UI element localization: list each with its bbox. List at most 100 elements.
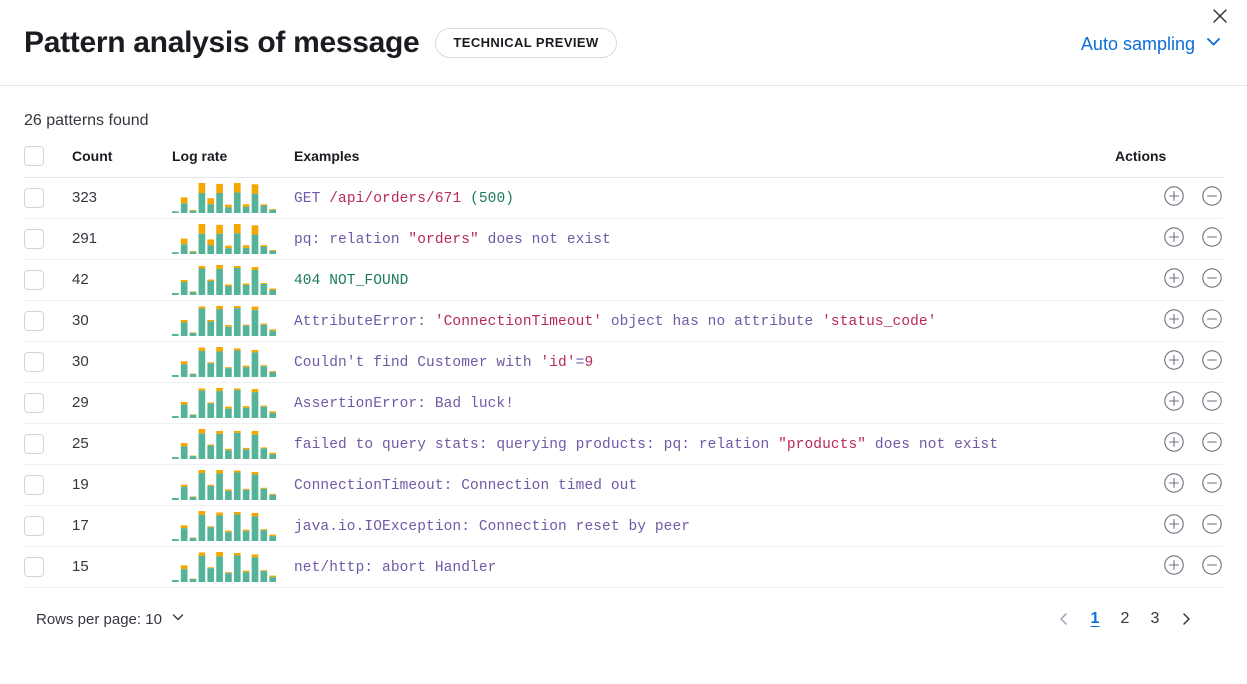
row-example-cell: java.io.IOException: Connection reset by… xyxy=(294,505,1115,547)
example-token: = xyxy=(575,355,585,371)
row-count-cell: 17 xyxy=(72,505,172,547)
example-token: 'id' xyxy=(540,355,576,371)
plus-circle-icon[interactable] xyxy=(1159,226,1185,252)
row-log-rate-cell xyxy=(172,218,294,260)
panel-header: Pattern analysis of message TECHNICAL PR… xyxy=(0,0,1247,86)
select-all-header xyxy=(24,146,72,178)
rows-per-page-selector[interactable]: Rows per page: 10 xyxy=(36,609,186,629)
table-header: Count Log rate Examples Actions xyxy=(24,146,1223,178)
row-example-cell: ConnectionTimeout: Connection timed out xyxy=(294,464,1115,506)
rows-per-page-label: Rows per page: 10 xyxy=(36,610,162,628)
row-log-rate-cell xyxy=(172,300,294,342)
row-select-cell xyxy=(24,300,72,342)
plus-circle-icon[interactable] xyxy=(1159,431,1185,457)
example-token: "orders" xyxy=(408,232,479,248)
table-body: 323 GET /api/orders/671 (500) 291 pq: relat… xyxy=(24,177,1223,588)
plus-circle-icon[interactable] xyxy=(1159,308,1185,334)
plus-circle-icon[interactable] xyxy=(1159,554,1185,580)
plus-circle-icon[interactable] xyxy=(1159,267,1185,293)
auto-sampling-label: Auto sampling xyxy=(1080,33,1195,54)
example-text: GET /api/orders/671 (500) xyxy=(294,191,514,207)
row-count-cell: 291 xyxy=(72,218,172,260)
minus-circle-icon[interactable] xyxy=(1197,185,1223,211)
row-checkbox[interactable] xyxy=(24,311,44,331)
select-all-checkbox[interactable] xyxy=(24,146,44,166)
row-log-rate-cell xyxy=(172,341,294,383)
example-text: failed to query stats: querying products… xyxy=(294,437,998,453)
row-example-cell: 404 NOT_FOUND xyxy=(294,259,1115,301)
pagination-page-2[interactable]: 2 xyxy=(1120,610,1130,627)
row-example-cell: AttributeError: 'ConnectionTimeout' obje… xyxy=(294,300,1115,342)
count-value: 25 xyxy=(72,435,89,452)
row-actions-cell xyxy=(1115,177,1223,219)
column-header-actions: Actions xyxy=(1115,146,1223,178)
example-token: Couldn't find Customer with xyxy=(294,355,541,371)
example-text: 404 NOT_FOUND xyxy=(294,273,408,289)
minus-circle-icon[interactable] xyxy=(1197,472,1223,498)
minus-circle-icon[interactable] xyxy=(1197,226,1223,252)
close-icon[interactable] xyxy=(1207,3,1233,29)
row-checkbox[interactable] xyxy=(24,434,44,454)
minus-circle-icon[interactable] xyxy=(1197,390,1223,416)
chevron-right-icon[interactable] xyxy=(1173,606,1199,632)
count-value: 15 xyxy=(72,558,89,575)
row-checkbox[interactable] xyxy=(24,557,44,577)
row-actions-cell xyxy=(1115,423,1223,465)
row-checkbox[interactable] xyxy=(24,393,44,413)
example-token: AssertionError: Bad luck! xyxy=(294,396,515,412)
row-checkbox[interactable] xyxy=(24,475,44,495)
row-checkbox[interactable] xyxy=(24,229,44,249)
row-checkbox[interactable] xyxy=(24,270,44,290)
plus-circle-icon[interactable] xyxy=(1159,390,1185,416)
log-rate-sparkline xyxy=(172,552,294,582)
plus-circle-icon[interactable] xyxy=(1159,185,1185,211)
row-select-cell xyxy=(24,259,72,301)
row-count-cell: 25 xyxy=(72,423,172,465)
minus-circle-icon[interactable] xyxy=(1197,513,1223,539)
row-log-rate-cell xyxy=(172,382,294,424)
row-log-rate-cell xyxy=(172,505,294,547)
row-count-cell: 19 xyxy=(72,464,172,506)
row-select-cell xyxy=(24,505,72,547)
row-example-cell: pq: relation "orders" does not exist xyxy=(294,218,1115,260)
auto-sampling-selector[interactable]: Auto sampling xyxy=(1081,32,1223,56)
log-rate-sparkline xyxy=(172,265,294,295)
minus-circle-icon[interactable] xyxy=(1197,431,1223,457)
example-text: pq: relation "orders" does not exist xyxy=(294,232,611,248)
example-token: NOT_FOUND xyxy=(320,273,409,289)
minus-circle-icon[interactable] xyxy=(1197,554,1223,580)
plus-circle-icon[interactable] xyxy=(1159,349,1185,375)
row-select-cell xyxy=(24,218,72,260)
example-token: object has no attribute xyxy=(602,314,823,330)
column-header-log-rate[interactable]: Log rate xyxy=(172,146,294,178)
count-value: 323 xyxy=(72,189,98,206)
log-rate-sparkline xyxy=(172,183,294,213)
row-actions-cell xyxy=(1115,218,1223,260)
row-actions-cell xyxy=(1115,546,1223,588)
row-checkbox[interactable] xyxy=(24,352,44,372)
minus-circle-icon[interactable] xyxy=(1197,349,1223,375)
row-count-cell: 42 xyxy=(72,259,172,301)
chevron-left-icon[interactable] xyxy=(1051,606,1077,632)
status-badge: TECHNICAL PREVIEW xyxy=(435,27,617,58)
column-header-examples[interactable]: Examples xyxy=(294,146,1115,178)
pagination-page-1[interactable]: 1 xyxy=(1090,610,1100,627)
plus-circle-icon[interactable] xyxy=(1159,513,1185,539)
pagination-page-3[interactable]: 3 xyxy=(1150,610,1160,627)
row-checkbox[interactable] xyxy=(24,188,44,208)
log-rate-sparkline xyxy=(172,306,294,336)
minus-circle-icon[interactable] xyxy=(1197,308,1223,334)
column-header-count[interactable]: Count xyxy=(72,146,172,178)
row-actions-cell xyxy=(1115,464,1223,506)
example-token: /api/orders/671 xyxy=(329,191,462,207)
minus-circle-icon[interactable] xyxy=(1197,267,1223,293)
example-token: failed to query stats: querying products… xyxy=(294,437,779,453)
row-checkbox[interactable] xyxy=(24,516,44,536)
patterns-table: Count Log rate Examples Actions 323 GET /… xyxy=(24,146,1223,588)
example-text: java.io.IOException: Connection reset by… xyxy=(294,519,690,535)
pagination: 1 2 3 xyxy=(1051,606,1199,632)
example-token: 'status_code' xyxy=(822,314,937,330)
plus-circle-icon[interactable] xyxy=(1159,472,1185,498)
count-value: 42 xyxy=(72,271,89,288)
